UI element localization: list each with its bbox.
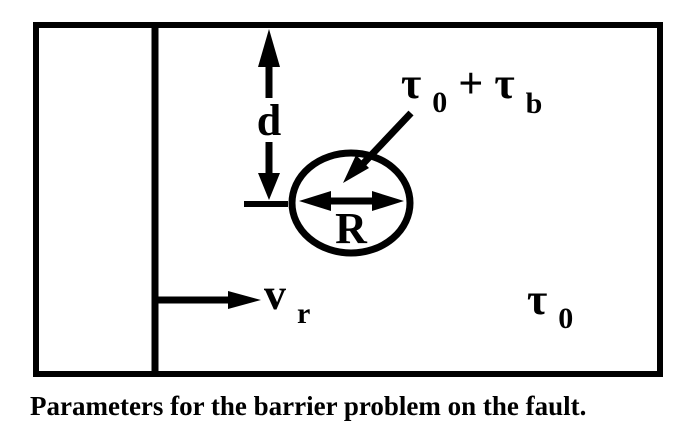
velocity-glyph: v [264,270,286,319]
velocity-arrowhead [228,291,261,309]
barrier-stress-label: τ 0 + τ b [401,59,542,122]
radius-arrowhead-right [372,191,404,211]
pointer-arrow-shaft [356,110,414,171]
barrier-stress-pointer-arrow [343,110,414,183]
depth-arrowhead-down [258,173,280,200]
radius-label: R [335,204,368,253]
velocity-subscript: r [297,297,310,330]
depth-arrowhead-up [258,29,280,67]
radius-dimension-arrow [299,191,404,211]
depth-dimension-arrow [244,29,288,207]
rupture-velocity-label: v r [264,270,310,330]
plus-sign: + [458,59,483,108]
ambient-tau-subscript: 0 [558,302,573,335]
barrier-circle [288,149,414,257]
figure-caption: Parameters for the barrier problem on th… [30,391,587,421]
rupture-velocity-arrow [158,291,261,309]
tau-glyph: τ [401,59,421,108]
tau2-subscript: b [526,87,543,120]
ambient-tau-glyph: τ [527,275,547,324]
tau-subscript: 0 [432,86,447,119]
tau2-glyph: τ [494,59,514,108]
fault-plane-boundary [33,22,663,377]
depth-label: d [257,96,281,145]
ambient-stress-label: τ 0 [527,275,573,335]
radius-arrowhead-left [299,191,331,211]
pointer-arrowhead [343,155,369,183]
